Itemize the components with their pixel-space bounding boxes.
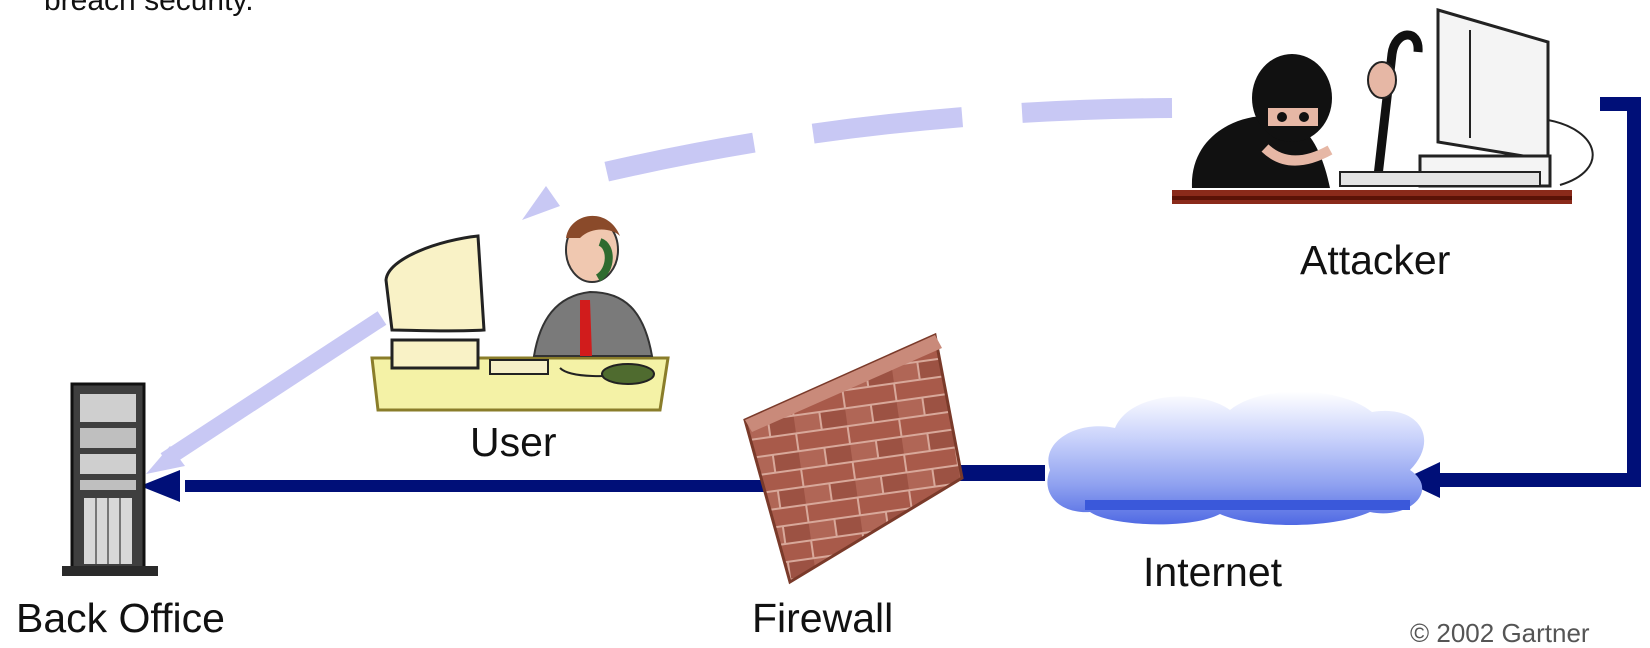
cloud-icon (1047, 391, 1425, 525)
caption-text: breach security. (44, 0, 254, 17)
internet-arrowhead-icon (1402, 462, 1440, 498)
social-engineering-path (146, 98, 1173, 474)
server-icon (62, 382, 158, 576)
user-icon (370, 215, 670, 412)
social-engineering-arrowhead-icon (522, 186, 560, 220)
back-office-arrowhead-icon (140, 470, 180, 502)
attacker-icon (1172, 8, 1594, 204)
internet-label: Internet (1143, 549, 1283, 595)
copyright-text: © 2002 Gartner (1410, 618, 1590, 648)
back-office-label: Back Office (16, 595, 225, 641)
back-office-arrowhead-light-icon (146, 446, 185, 474)
brick-wall-icon (743, 332, 964, 585)
attacker-label: Attacker (1300, 237, 1451, 283)
firewall-label: Firewall (752, 595, 894, 641)
user-label: User (470, 419, 557, 465)
